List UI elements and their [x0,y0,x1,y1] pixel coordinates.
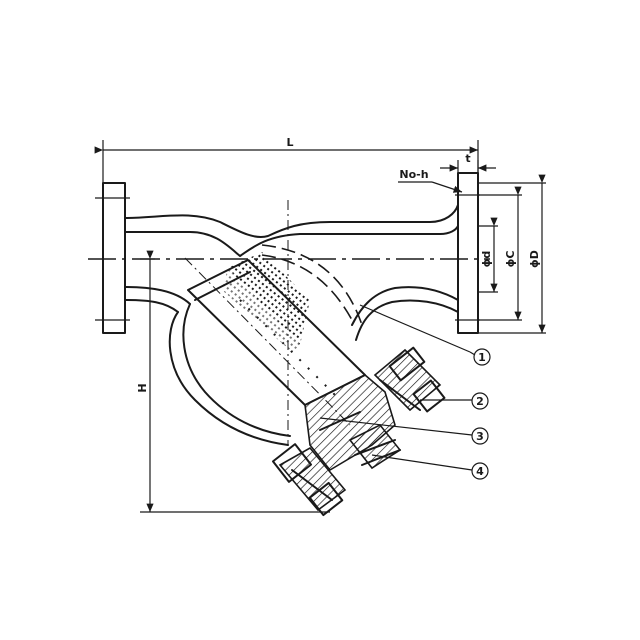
callout-label-3: 3 [476,430,484,443]
dimension-phi-d: ϕd [478,217,498,293]
dimension-H: H [136,250,330,513]
callout-4: 4 [371,454,489,480]
removal-arc-2 [261,244,363,326]
dimension-phi-C: ϕC [478,186,522,321]
callout-2: 2 [420,392,489,410]
screen-axis [184,257,351,426]
callout-label-2: 2 [476,395,484,408]
leg-inner-wall [182,303,291,437]
dimension-t: t [440,152,496,173]
top-outer-wall [124,204,459,238]
right-flange [457,172,479,334]
bottom-outer-left [124,299,179,313]
dim-label-phi-D: ϕD [528,250,541,268]
dimension-No-h: No-h [398,168,463,193]
callout-1: 1 [359,304,491,366]
dim-label-phi-C: ϕC [504,251,517,268]
dim-label-No-h: No-h [399,168,428,181]
leg-outer-wall [168,311,289,446]
valve-body [102,172,479,517]
bottom-inner-left [124,286,191,305]
bolt-lower-left [271,443,347,517]
bottom-outer-right [351,286,459,326]
screen-mesh-shade [222,268,300,352]
dim-label-t: t [465,152,470,165]
bolt-upper-right [373,346,446,413]
dim-label-L: L [286,136,293,149]
callout-label-4: 4 [476,465,484,478]
screen-mesh [228,252,310,345]
dim-label-phi-d: ϕd [480,251,493,268]
dim-label-H: H [136,383,149,392]
dimension-phi-D: ϕD [478,174,546,334]
cover-inner-line [319,411,361,431]
bottom-inner-right [355,299,459,341]
top-inner-wall [124,225,459,257]
callout-3: 3 [319,417,489,445]
callout-label-1: 1 [478,351,486,364]
removal-arc-1 [261,254,353,321]
left-flange [102,182,126,334]
